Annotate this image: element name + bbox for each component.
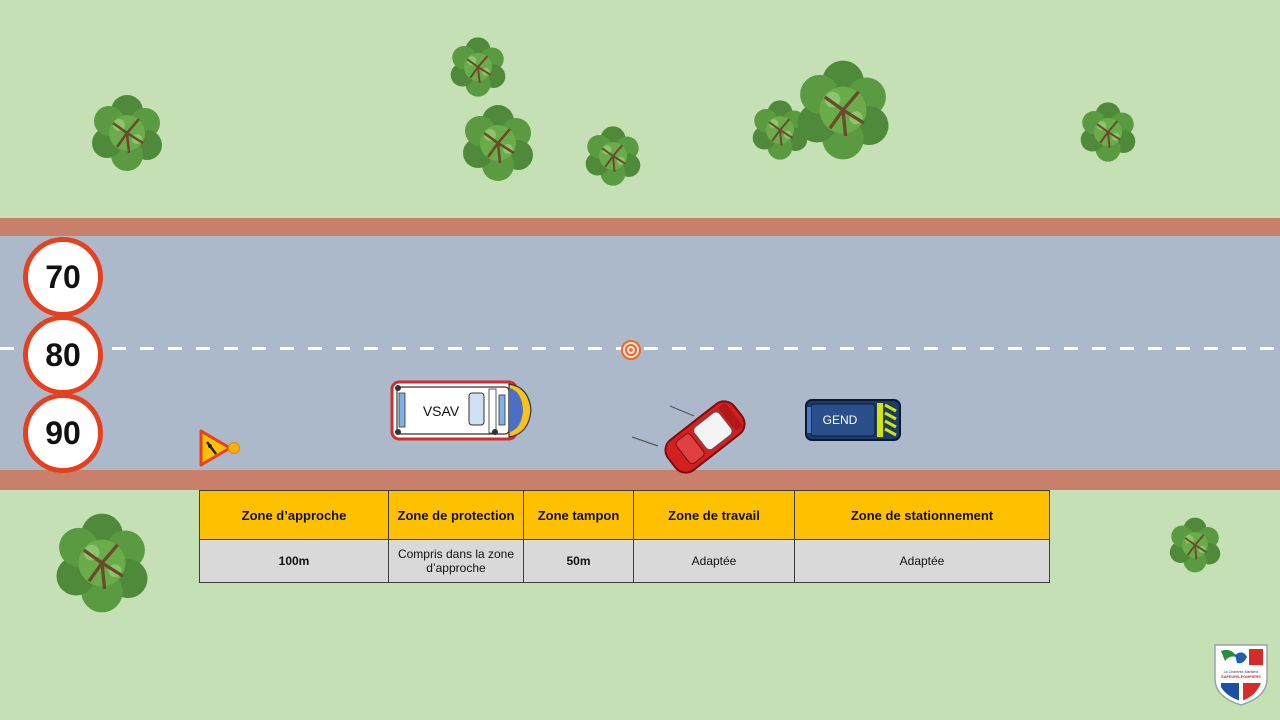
grass-top [0, 0, 1280, 218]
tree-icon [461, 103, 535, 183]
zone-header-work: Zone de travail [633, 490, 795, 540]
speed-limit-sign-90: 90 [23, 393, 103, 473]
road-shoulder-bottom [0, 470, 1280, 490]
zone-value-protection: Compris dans la zone d’approche [388, 539, 524, 583]
road-shoulder-top [0, 218, 1280, 238]
warning-triangle-icon [199, 429, 240, 467]
tree-icon [1079, 101, 1137, 163]
ambulance-label: VSAV [423, 403, 460, 419]
sapeurs-pompiers-logo: La Charente-Maritime SAPEURS-POMPIERS [1214, 644, 1268, 706]
zone-value-parking: Adaptée [794, 539, 1050, 583]
zones-table-header-row: Zone d’approche Zone de protection Zone … [199, 490, 1050, 540]
speed-limit-sign-70: 70 [23, 237, 103, 317]
traffic-cone-icon [621, 340, 641, 360]
tree-icon [584, 125, 642, 187]
zones-table-value-row: 100m Compris dans la zone d’approche 50m… [199, 539, 1050, 583]
zone-header-protection: Zone de protection [388, 490, 524, 540]
tree-icon [54, 511, 150, 615]
tree-icon [795, 58, 891, 162]
ambulance-vsav: VSAV [390, 380, 532, 441]
zone-header-buffer: Zone tampon [523, 490, 634, 540]
tree-icon [90, 93, 164, 173]
zone-value-buffer: 50m [523, 539, 634, 583]
gendarmerie-car: GEND [805, 399, 901, 441]
zone-header-approach: Zone d’approche [199, 490, 389, 540]
speed-limit-sign-80: 80 [23, 315, 103, 395]
speed-limit-value: 70 [45, 258, 81, 295]
zone-header-parking: Zone de stationnement [794, 490, 1050, 540]
tree-icon [449, 36, 507, 98]
tree-icon [1168, 516, 1222, 574]
zones-table: Zone d’approche Zone de protection Zone … [199, 490, 1050, 583]
gendarmerie-label: GEND [823, 413, 858, 427]
logo-text-line1: La Charente-Maritime [1224, 670, 1259, 674]
zone-value-work: Adaptée [633, 539, 795, 583]
crashed-car [631, 400, 746, 474]
speed-limit-value: 90 [45, 414, 81, 451]
zone-value-approach: 100m [199, 539, 389, 583]
logo-text-line2: SAPEURS-POMPIERS [1221, 675, 1261, 679]
speed-limit-value: 80 [45, 336, 81, 373]
